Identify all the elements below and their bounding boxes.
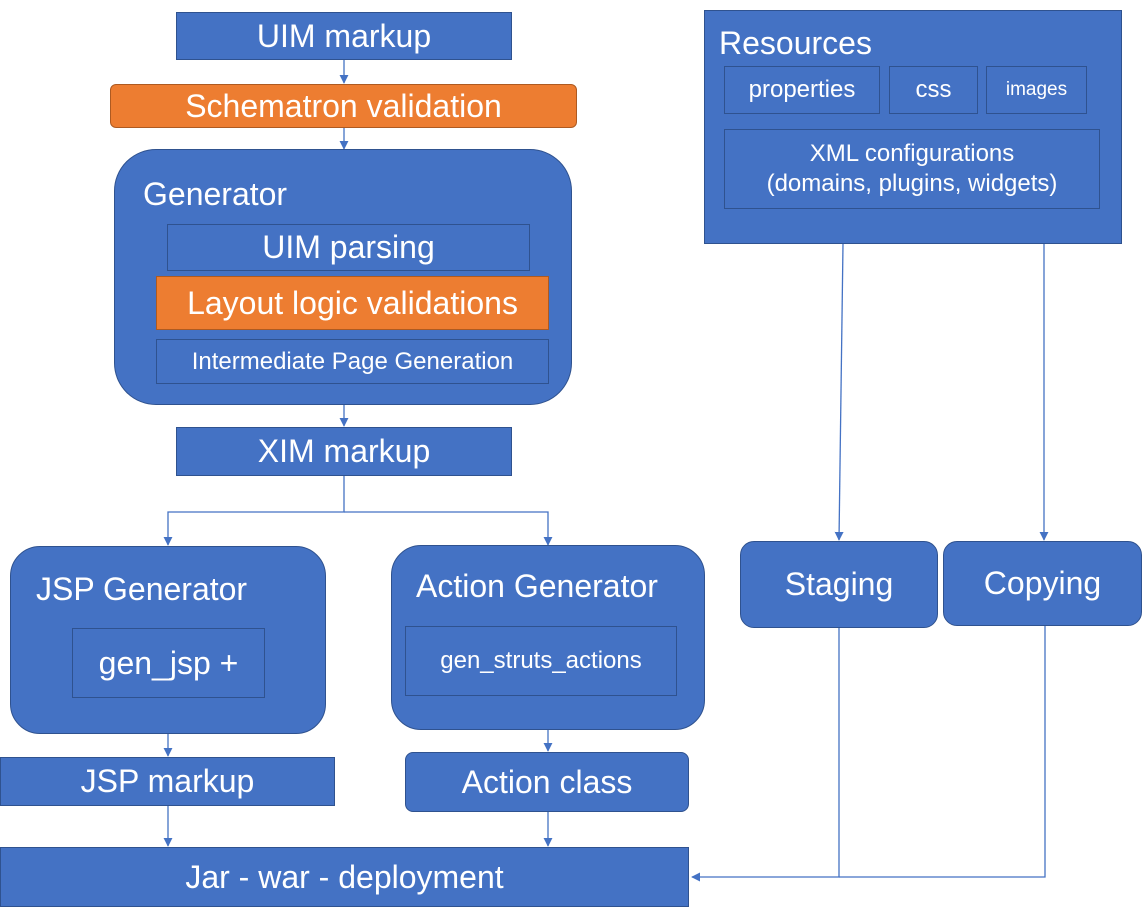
css-box: css — [889, 66, 978, 114]
action-generator-title: Action Generator — [416, 568, 658, 604]
properties-box: properties — [724, 66, 880, 114]
line-staging-to-deployment — [691, 628, 840, 882]
schematron-validation-label: Schematron validation — [185, 87, 502, 124]
uim-markup-box: UIM markup — [176, 12, 512, 60]
deployment-label: Jar - war - deployment — [185, 858, 504, 895]
line-copying-to-deployment — [839, 626, 1046, 878]
staging-box: Staging — [740, 541, 938, 628]
action-class-label: Action class — [461, 763, 633, 800]
jsp-markup-label: JSP markup — [80, 763, 255, 799]
copying-box: Copying — [943, 541, 1142, 626]
schematron-validation-box: Schematron validation — [110, 84, 577, 128]
gen-jsp-box: gen_jsp + — [72, 628, 265, 698]
css-label: css — [915, 76, 952, 103]
generator-title: Generator — [143, 176, 288, 212]
images-box: images — [986, 66, 1087, 114]
xml-configurations-line1: XML configurations — [809, 140, 1015, 167]
layout-logic-validations-label: Layout logic validations — [187, 284, 518, 321]
uim-parsing-box: UIM parsing — [167, 224, 530, 271]
xim-markup-box: XIM markup — [176, 427, 512, 476]
action-class-box: Action class — [405, 752, 689, 812]
resources-title: Resources — [719, 25, 872, 61]
jsp-generator-title: JSP Generator — [36, 571, 248, 607]
intermediate-page-generation-label: Intermediate Page Generation — [191, 347, 514, 375]
arrow-xim-to-action-generator — [344, 511, 553, 546]
intermediate-page-generation-box: Intermediate Page Generation — [156, 339, 549, 384]
deployment-box: Jar - war - deployment — [0, 847, 689, 907]
staging-label: Staging — [784, 566, 894, 602]
xml-configurations-box: XML configurations (domains, plugins, wi… — [724, 129, 1100, 209]
xim-markup-label: XIM markup — [257, 433, 431, 469]
gen-struts-actions-label: gen_struts_actions — [440, 647, 642, 674]
gen-struts-actions-box: gen_struts_actions — [405, 626, 677, 696]
properties-label: properties — [748, 76, 856, 103]
images-label: images — [1005, 79, 1068, 100]
arrow-resources-to-staging — [834, 243, 844, 541]
jsp-markup-box: JSP markup — [0, 757, 335, 806]
arrow-xim-to-jsp-generator — [163, 476, 345, 546]
gen-jsp-label: gen_jsp + — [98, 644, 239, 681]
copying-label: Copying — [983, 565, 1102, 601]
uim-markup-label: UIM markup — [256, 17, 432, 54]
uim-parsing-label: UIM parsing — [262, 229, 435, 265]
xml-configurations-line2: (domains, plugins, widgets) — [766, 170, 1058, 197]
layout-logic-validations-box: Layout logic validations — [156, 276, 549, 330]
